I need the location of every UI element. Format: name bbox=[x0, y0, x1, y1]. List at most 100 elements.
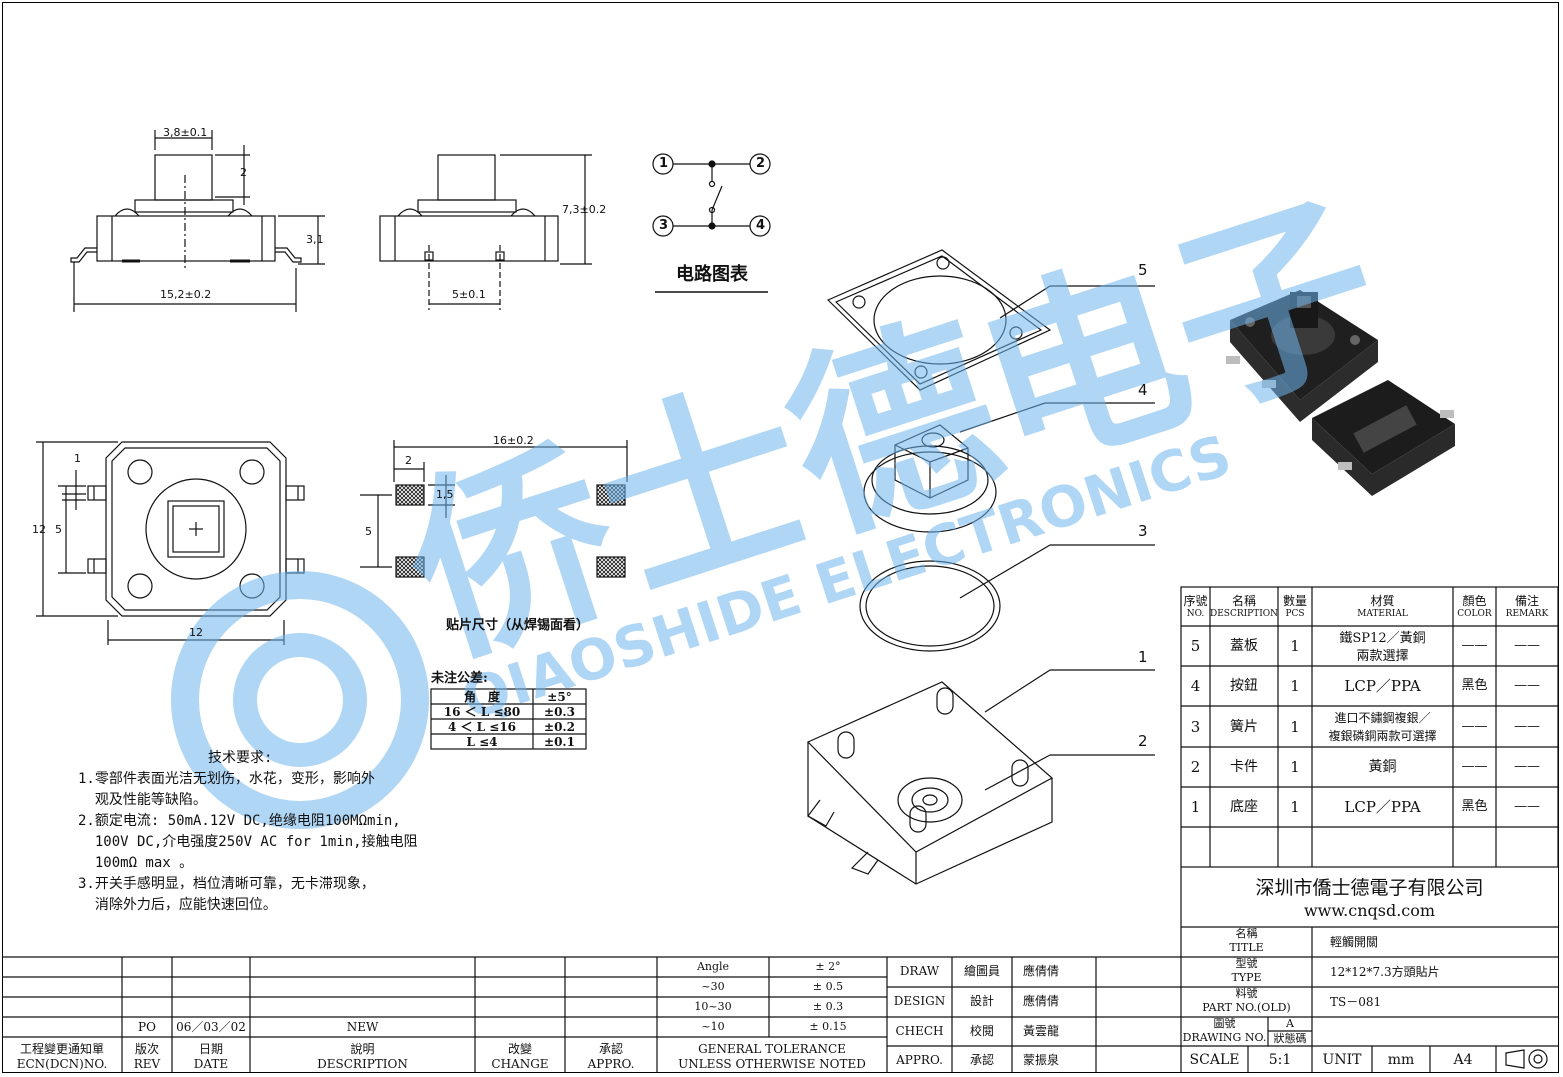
bom-row-material-1: 黃銅 bbox=[1368, 759, 1397, 775]
dim-plan-one: 1 bbox=[74, 452, 81, 465]
bom-header-desc-en: DESCRIPTION bbox=[1210, 609, 1279, 619]
tolerance-header-value: ±5° bbox=[547, 690, 572, 704]
scale-label: SCALE bbox=[1189, 1052, 1240, 1068]
rev-header-appro-cn: 承認 bbox=[598, 1042, 623, 1056]
sheet-size: A4 bbox=[1453, 1052, 1473, 1068]
rev-header-ecn-en: ECN(DCN)NO. bbox=[16, 1057, 108, 1071]
approval-role: APPRO. bbox=[896, 1053, 943, 1067]
drawing-label-en: DRAWING NO. bbox=[1182, 1031, 1267, 1044]
tolerance-row-3-value: ±0.1 bbox=[544, 735, 575, 749]
tech-line-5: 100mΩ max 。 bbox=[78, 855, 194, 871]
bom-header-color-en: COLOR bbox=[1457, 609, 1492, 619]
gen-tol-label-1: GENERAL TOLERANCE bbox=[698, 1042, 846, 1056]
bom-table-lines bbox=[1180, 586, 1559, 868]
bom-header-desc-cn: 名稱 bbox=[1231, 594, 1256, 608]
rev-header-desc-en: DESCRIPTION bbox=[317, 1057, 408, 1071]
rev-header-change-en: CHANGE bbox=[491, 1057, 549, 1071]
approval-role: DESIGN bbox=[893, 994, 946, 1008]
bom-row-no: 1 bbox=[1190, 798, 1201, 816]
exploded-view bbox=[806, 249, 1155, 885]
bom-header-material-cn: 材質 bbox=[1370, 594, 1395, 608]
bom-row-no: 5 bbox=[1190, 637, 1201, 655]
bom-row-material-1: 鐵SP12／黃銅 bbox=[1339, 631, 1426, 646]
explode-label-4: 4 bbox=[1138, 381, 1148, 399]
gen-tol-range: Angle bbox=[696, 960, 730, 973]
tech-line-2: 观及性能等缺陷。 bbox=[78, 792, 207, 808]
drawing-label-cn: 圖號 bbox=[1213, 1017, 1236, 1030]
part-value: TS－081 bbox=[1330, 995, 1382, 1009]
dim-top-height: 2 bbox=[240, 166, 247, 179]
tech-line-4: 100V DC,介电强度250V AC for 1min,接触电阻 bbox=[78, 834, 418, 850]
revision-date: 06／03／02 bbox=[176, 1020, 246, 1034]
bom-row-color: 黑色 bbox=[1461, 799, 1488, 814]
bom-row-name: 卡件 bbox=[1230, 759, 1258, 775]
dim-body-height: 3,1 bbox=[306, 233, 324, 246]
bom-row-pcs: 1 bbox=[1290, 718, 1300, 736]
approval-name: 應倩倩 bbox=[1022, 964, 1059, 978]
bom-row-material-1: LCP／PPA bbox=[1344, 677, 1421, 695]
bom-header-remark-en: REMARK bbox=[1505, 609, 1549, 619]
rev-header-date-en: DATE bbox=[193, 1057, 229, 1071]
bom-row-remark: —— bbox=[1514, 678, 1540, 693]
type-label-en: TYPE bbox=[1231, 971, 1262, 984]
type-value: 12*12*7.3方頭貼片 bbox=[1330, 965, 1440, 979]
bom-header-pcs-cn: 數量 bbox=[1282, 594, 1307, 608]
tolerance-row-2-value: ±0.2 bbox=[544, 720, 575, 734]
tech-line-3: 2.额定电流: 50mA.12V DC,绝缘电阻100MΩmin, bbox=[78, 813, 401, 829]
bom-header-no-cn: 序號 bbox=[1183, 594, 1208, 608]
plan-view bbox=[36, 441, 305, 645]
state-value: A bbox=[1286, 1017, 1294, 1030]
dim-plan-twelve-h: 12 bbox=[189, 626, 203, 639]
tech-title: 技术要求: bbox=[208, 750, 273, 766]
bom-header-no-en: NO. bbox=[1186, 609, 1205, 619]
pad-caption: 贴片尺寸（从焊锡面看） bbox=[446, 618, 590, 633]
gen-tol-range: 10~30 bbox=[694, 1000, 732, 1013]
tech-line-1: 1.零部件表面光洁无划伤，水花，变形，影响外 bbox=[78, 771, 375, 787]
approval-name: 蒙振泉 bbox=[1022, 1053, 1059, 1067]
bom-row-remark: —— bbox=[1514, 759, 1540, 774]
approval-role: CHECH bbox=[895, 1024, 944, 1038]
bom-row-material-2: 兩款選擇 bbox=[1356, 649, 1409, 664]
state-label: 狀態碼 bbox=[1273, 1032, 1307, 1045]
bom-row-pcs: 1 bbox=[1290, 798, 1300, 816]
title-block-lines bbox=[2, 867, 1558, 1073]
approval-role-cn: 承認 bbox=[969, 1053, 994, 1067]
circuit-pin-3: 3 bbox=[659, 218, 669, 233]
approval-name: 黃雲龍 bbox=[1022, 1024, 1059, 1038]
explode-label-5: 5 bbox=[1138, 261, 1148, 279]
bom-row-name: 按鈕 bbox=[1230, 678, 1258, 694]
bom-row-color: —— bbox=[1461, 638, 1488, 653]
rev-header-appro-en: APPRO. bbox=[587, 1057, 635, 1071]
revision-desc: NEW bbox=[346, 1020, 379, 1034]
gen-tol-range: ~10 bbox=[701, 1020, 725, 1033]
approval-name: 應倩倩 bbox=[1022, 994, 1059, 1008]
circuit-title: 电路图表 bbox=[676, 264, 748, 285]
tech-requirements: 技术要求: 1.零部件表面光洁无划伤，水花，变形，影响外 观及性能等缺陷。 2.… bbox=[78, 748, 418, 916]
dim-total-width: 15,2±0.2 bbox=[160, 288, 212, 301]
gen-tol-value: ± 0.15 bbox=[809, 1020, 847, 1033]
dim-total-height: 7,3±0.2 bbox=[562, 203, 607, 216]
gen-tol-value: ± 0.5 bbox=[812, 980, 844, 993]
bom-row-pcs: 1 bbox=[1290, 637, 1300, 655]
tolerance-title: 未注公差: bbox=[431, 671, 488, 686]
gen-tol-range: ~30 bbox=[701, 980, 725, 993]
rev-header-desc-cn: 說明 bbox=[350, 1042, 375, 1056]
bom-row-name: 簧片 bbox=[1230, 719, 1258, 735]
rev-header-change-cn: 改變 bbox=[507, 1042, 532, 1056]
bom-row-remark: —— bbox=[1514, 799, 1540, 814]
circuit-diagram bbox=[652, 153, 771, 293]
bom-row-no: 2 bbox=[1190, 758, 1201, 776]
rev-header-rev-cn: 版次 bbox=[134, 1042, 159, 1056]
approval-role-cn: 繪圖員 bbox=[963, 964, 1000, 978]
revision-po: PO bbox=[138, 1020, 156, 1034]
circuit-pin-2: 2 bbox=[756, 156, 766, 171]
dim-pitch: 5±0.1 bbox=[452, 288, 486, 301]
tolerance-row-1-range: 16 ＜ L ≤80 bbox=[443, 705, 521, 719]
type-label-cn: 型號 bbox=[1235, 957, 1258, 970]
part-label-cn: 料號 bbox=[1235, 987, 1258, 1000]
dim-pad-pitch: 5 bbox=[365, 525, 372, 538]
company-url: www.cnqsd.com bbox=[1303, 901, 1436, 920]
circuit-pin-4: 4 bbox=[756, 218, 766, 233]
tech-line-7: 消除外力后，应能快速回位。 bbox=[78, 897, 277, 913]
